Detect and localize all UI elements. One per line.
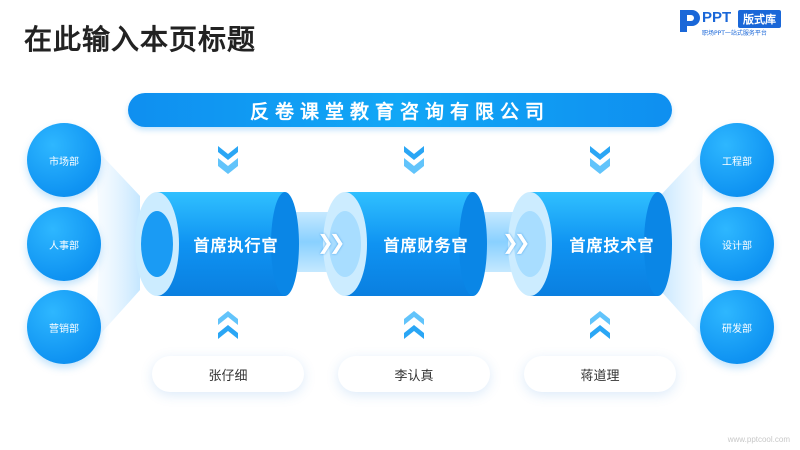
dept-circle-right-3: 研发部 (700, 290, 774, 364)
cylinder-cto (508, 192, 672, 296)
cylinder-ceo (135, 192, 299, 296)
logo-tagline: 职场PPT一站式服务平台 (702, 30, 767, 37)
logo-mark-icon (680, 10, 700, 32)
dept-circle-left-3: 营销部 (27, 290, 101, 364)
chevron-right-icon: ❯❯ (317, 230, 345, 254)
role-title-cto: 首席技术官 (569, 236, 655, 255)
person-name-cfo: 李认真 (338, 356, 490, 392)
up-arrow-icon (404, 311, 424, 339)
brand-logo: PPT 版式库 职场PPT一站式服务平台 (678, 8, 796, 38)
down-arrow-icon (590, 146, 610, 174)
dept-circle-right-2: 设计部 (700, 207, 774, 281)
page-title: 在此输入本页标题 (24, 23, 257, 56)
dept-circle-left-2: 人事部 (27, 207, 101, 281)
person-name-cto: 蒋道理 (524, 356, 676, 392)
logo-brand-text: PPT (702, 9, 732, 26)
dept-circle-left-1: 市场部 (27, 123, 101, 197)
left-beam (95, 148, 140, 340)
up-arrow-icon (590, 311, 610, 339)
up-arrow-icon (218, 311, 238, 339)
dept-circle-right-1: 工程部 (700, 123, 774, 197)
organization-banner: 反卷课堂教育咨询有限公司 (128, 93, 672, 127)
cylinder-cfo (323, 192, 487, 296)
logo-badge: 版式库 (738, 10, 781, 28)
footer-url: www.pptcool.com (727, 435, 790, 444)
role-title-ceo: 首席执行官 (193, 236, 279, 255)
role-title-cfo: 首席财务官 (383, 236, 469, 255)
down-arrow-icon (218, 146, 238, 174)
down-arrow-icon (404, 146, 424, 174)
chevron-right-icon: ❯❯ (502, 230, 530, 254)
right-beam (660, 148, 705, 340)
person-name-ceo: 张仔细 (152, 356, 304, 392)
